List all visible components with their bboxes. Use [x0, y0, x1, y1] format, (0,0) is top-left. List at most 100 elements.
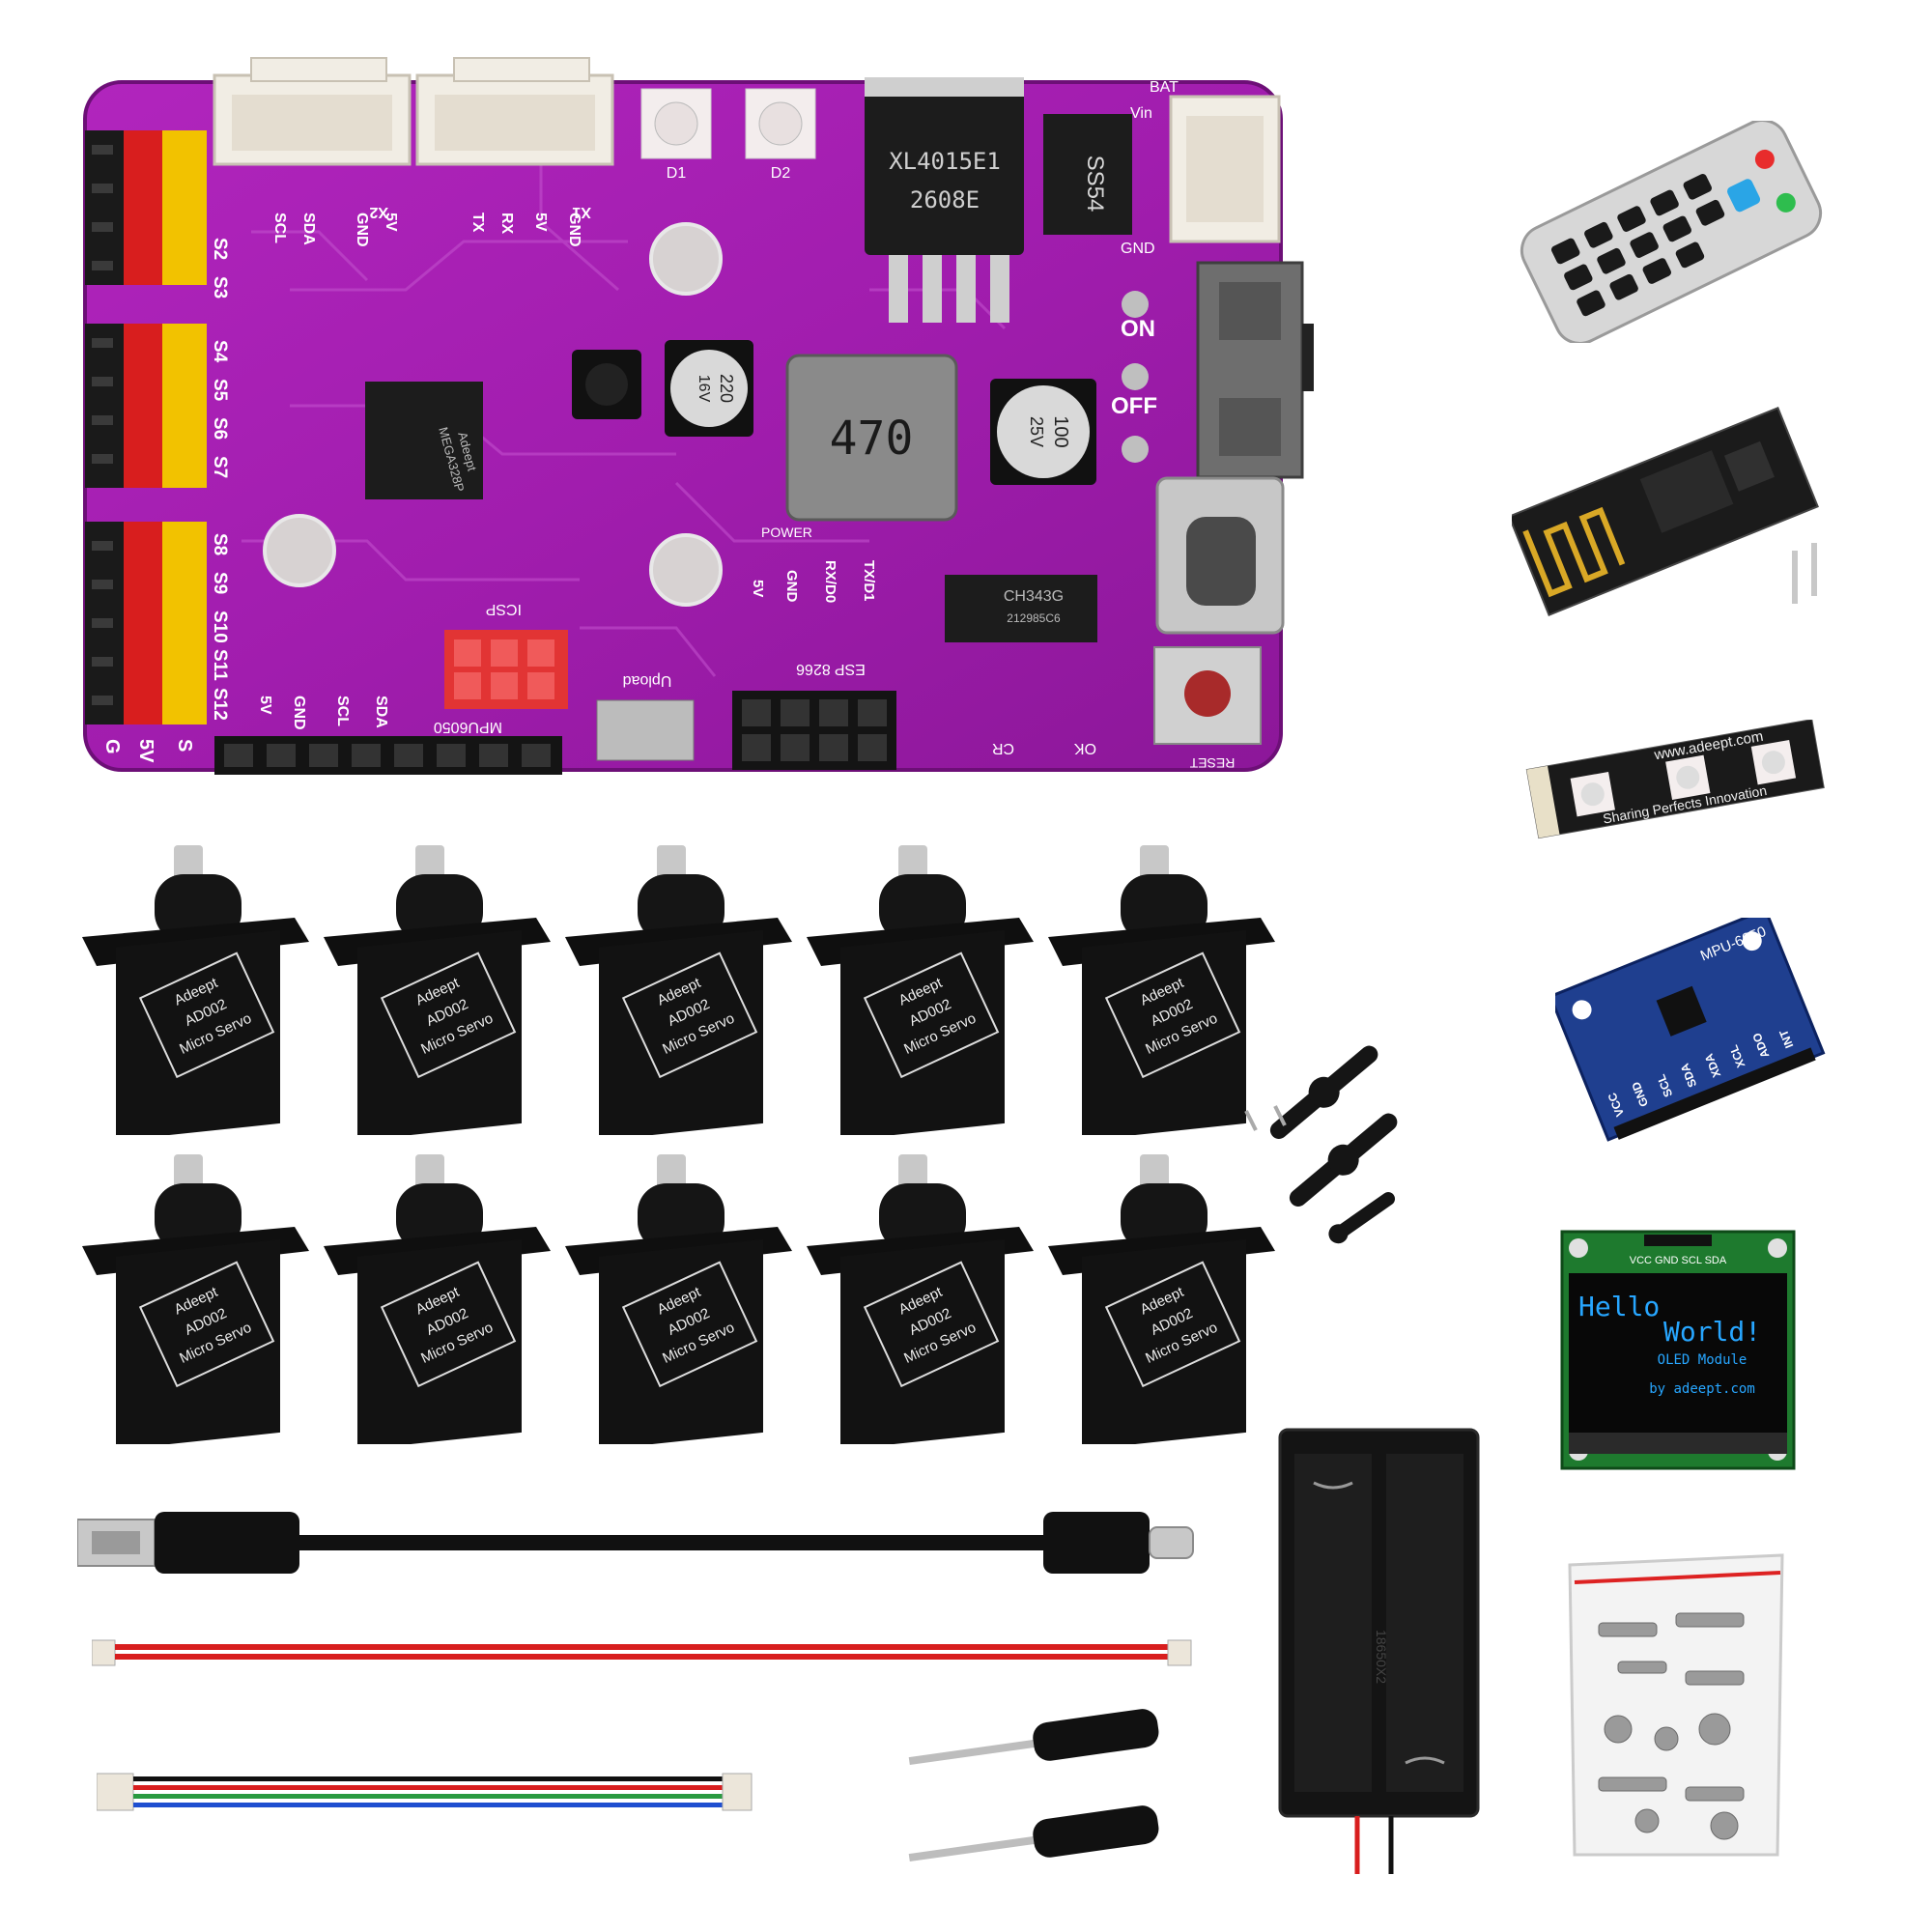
- screw-bag: [1568, 1553, 1784, 1857]
- label-on: ON: [1121, 316, 1155, 342]
- label-s3: S3: [210, 276, 230, 298]
- x1-pin-5v: 5V: [532, 213, 549, 232]
- switch-pad-1: [1122, 291, 1149, 318]
- label-vin: Vin: [1130, 105, 1152, 122]
- esp8266-module: [1512, 406, 1819, 616]
- label-d2: D2: [771, 165, 791, 182]
- row-label-s: S: [174, 739, 195, 752]
- label-s6: S6: [210, 417, 230, 440]
- capacitor-100: [990, 379, 1096, 485]
- label-ok: OK: [1074, 740, 1096, 756]
- connector-x2: [213, 57, 412, 166]
- label-d1: D1: [667, 165, 687, 182]
- x1-pin-tx: TX: [469, 213, 486, 233]
- switch-pad-3: [1122, 436, 1149, 463]
- reset-button[interactable]: [1153, 646, 1262, 745]
- oled-text-hello: Hello: [1578, 1291, 1660, 1322]
- i2c-label-sda: SDA: [373, 696, 389, 728]
- x1-pin-gnd: GND: [566, 213, 582, 247]
- esp-label-5v: 5V: [750, 580, 766, 597]
- usb-c-port[interactable]: [1155, 476, 1285, 635]
- label-s4: S4: [210, 340, 230, 363]
- label-esp8266: ESP 8266: [796, 661, 866, 677]
- label-s11: S11: [210, 649, 230, 681]
- inductor: [785, 354, 958, 522]
- screwdrivers: [908, 1709, 1159, 1862]
- esp-label-rx: RX/D0: [822, 560, 838, 603]
- esp-header: [732, 691, 896, 770]
- oled-text-world: World!: [1663, 1316, 1761, 1348]
- ir-receiver-lens: [585, 363, 628, 406]
- mounting-holes: [263, 222, 723, 607]
- label-s2: S2: [210, 238, 230, 260]
- servo-horns: [1244, 1045, 1398, 1244]
- four-wire-cable: [97, 1773, 753, 1811]
- label-reset: RESET: [1189, 755, 1235, 771]
- diode-ss54: [1043, 114, 1132, 235]
- boost-chip-code: 2608E: [910, 186, 980, 213]
- label-upload: Upload: [623, 672, 672, 689]
- cap-left-voltage: 16V: [696, 375, 712, 403]
- boost-chip: [865, 77, 1024, 323]
- rgb-led-module: www.adeept.com Sharing Perfects Innovati…: [1525, 720, 1825, 839]
- battery-holder: 18650X2: [1278, 1428, 1480, 1874]
- rgb-led-d1: [640, 88, 712, 159]
- oled-pin-labels: VCC GND SCL SDA: [1630, 1255, 1727, 1266]
- oled-text-module: OLED Module: [1658, 1352, 1747, 1368]
- label-x1: X1: [572, 204, 591, 220]
- cap-right-voltage: 25V: [1027, 416, 1046, 447]
- row-label-5v: 5V: [135, 739, 156, 763]
- i2c-label-gnd: GND: [291, 696, 307, 730]
- label-s7: S7: [210, 456, 230, 478]
- x2-pin-5v: 5V: [383, 213, 399, 232]
- label-power: POWER: [761, 525, 812, 540]
- upload-switch[interactable]: [596, 699, 695, 761]
- x2-pin-gnd: GND: [354, 213, 370, 247]
- usb-chip-code: 212985C6: [1007, 611, 1061, 625]
- label-x2: X2: [369, 204, 388, 220]
- i2c-label-scl: SCL: [334, 696, 351, 726]
- inductor-label: 470: [830, 412, 914, 466]
- switch-pad-2: [1122, 363, 1149, 390]
- ir-remote: [1520, 121, 1823, 343]
- header-pins: [92, 145, 113, 705]
- controller-board: S2 S3 S4 S5 S6 S7 S8 S9 S10 S11 S12 G 5V…: [83, 57, 1314, 775]
- bottom-female-header: [214, 736, 562, 775]
- oled-module: VCC GND SCL SDA Hello World! OLED Module…: [1560, 1230, 1796, 1470]
- oled-text-byline: by adeept.com: [1649, 1381, 1755, 1397]
- battery-connector: [1169, 95, 1281, 243]
- mcu-chip: [365, 382, 483, 499]
- label-bat: BAT: [1150, 79, 1179, 96]
- connector-x1: [415, 57, 614, 166]
- servo-header-block: [85, 130, 207, 724]
- battery-holder-label: 18650X2: [1374, 1630, 1389, 1684]
- label-s8: S8: [210, 533, 230, 555]
- label-s12: S12: [210, 688, 230, 721]
- power-switch[interactable]: [1196, 261, 1314, 479]
- x2-pin-sda: SDA: [300, 213, 317, 245]
- label-icsp: ICSP: [486, 601, 522, 617]
- oled-screen: [1569, 1273, 1787, 1433]
- mpu-pin-int: INT: [1776, 1027, 1796, 1050]
- capacitor-220: [665, 340, 753, 437]
- usb-chip-label: CH343G: [1004, 588, 1064, 605]
- label-s10: S10: [210, 611, 230, 643]
- boost-chip-label: XL4015E1: [889, 148, 1001, 175]
- red-power-wire: [92, 1639, 1192, 1666]
- usb-uart-chip: [945, 575, 1097, 642]
- i2c-label-5v: 5V: [257, 696, 273, 715]
- label-cr: CR: [992, 740, 1014, 756]
- label-s5: S5: [210, 379, 230, 402]
- x1-pin-rx: RX: [498, 213, 515, 235]
- usb-cable: [77, 1512, 1194, 1574]
- rgb-led-d2: [745, 88, 816, 159]
